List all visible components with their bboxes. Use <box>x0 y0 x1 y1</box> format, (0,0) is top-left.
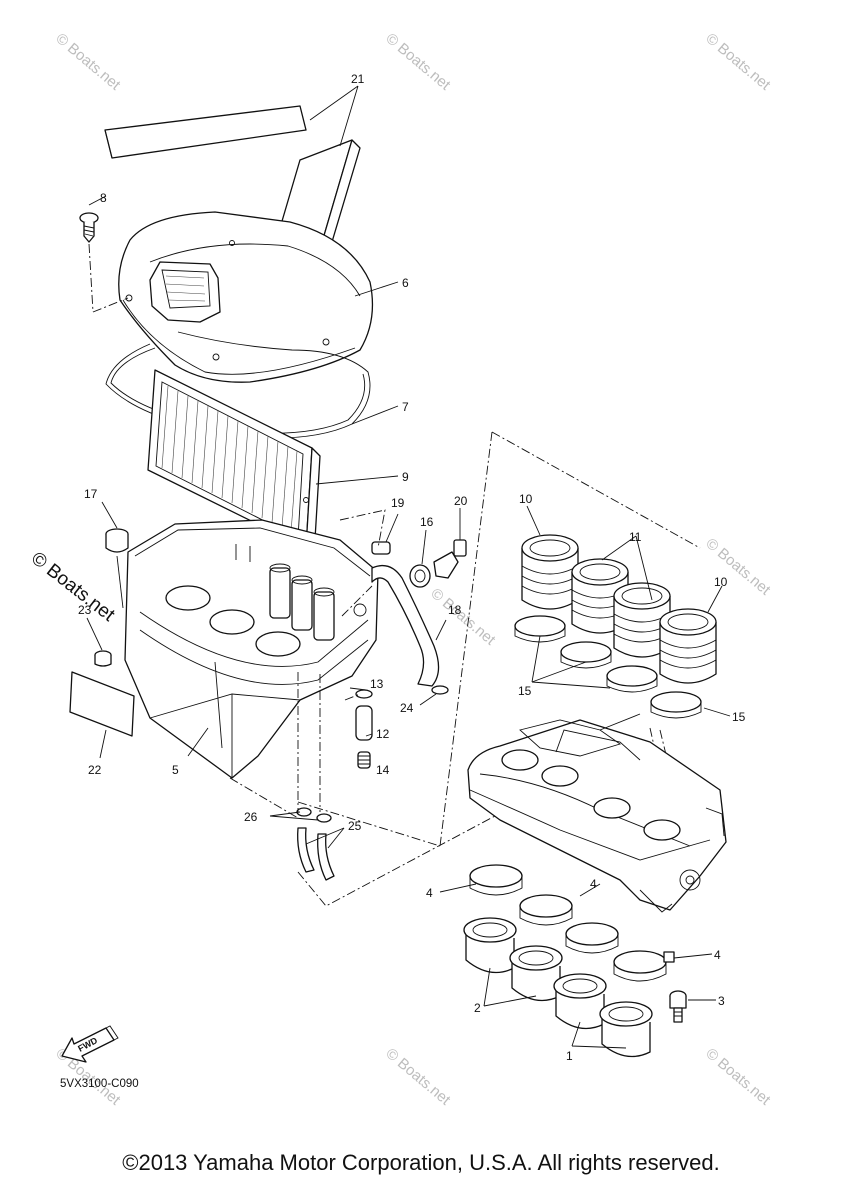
callout-18: 18 <box>448 603 462 617</box>
callout-15: 15 <box>518 684 532 698</box>
part-23-bolt <box>86 617 112 667</box>
callout-2: 2 <box>474 1001 481 1015</box>
part-9-air-filter <box>147 369 321 557</box>
part-20-fitting <box>433 508 467 579</box>
part-6-airbox-cover <box>118 211 374 383</box>
watermark: © Boats.net <box>702 1045 774 1109</box>
part-3-bolt <box>669 990 687 1023</box>
callout-12: 12 <box>376 727 390 741</box>
leader-lines <box>187 85 731 1049</box>
callout-13: 13 <box>370 677 384 691</box>
part-15-clamps <box>514 615 702 719</box>
part-1-2-intake-joints <box>463 917 653 1058</box>
callout-4: 4 <box>426 886 433 900</box>
callout-11: 11 <box>629 530 642 544</box>
callout-21: 21 <box>351 72 365 86</box>
callout-6: 6 <box>402 276 409 290</box>
part-16-grommet <box>409 529 431 588</box>
callout-17: 17 <box>84 487 98 501</box>
part-14-plug <box>357 751 371 769</box>
callout-22: 22 <box>88 763 102 777</box>
part-22-plate <box>69 671 135 759</box>
callout-14: 14 <box>376 763 390 777</box>
part-10-11-funnels <box>521 534 717 684</box>
callout-4c: 4 <box>714 948 721 962</box>
watermark: © Boats.net <box>702 30 774 94</box>
callout-5: 5 <box>172 763 179 777</box>
part-13-clip <box>349 687 373 699</box>
callout-9: 9 <box>402 470 409 484</box>
callout-16: 16 <box>420 515 434 529</box>
part-26-clips <box>269 807 332 823</box>
callout-4b: 4 <box>590 877 597 891</box>
callout-19: 19 <box>391 496 405 510</box>
part-25-hoses <box>297 827 345 881</box>
watermark: © Boats.net <box>427 585 499 649</box>
callout-7: 7 <box>402 400 409 414</box>
callout-1: 1 <box>566 1049 573 1063</box>
watermark: © Boats.net <box>702 535 774 599</box>
callout-10b: 10 <box>714 575 728 589</box>
fwd-arrow-icon: FWD <box>61 1025 119 1063</box>
callout-24: 24 <box>400 701 414 715</box>
figure-code: 5VX3100-C090 <box>60 1078 139 1090</box>
copyright-notice: ©2013 Yamaha Motor Corporation, U.S.A. A… <box>122 1150 720 1175</box>
callout-8: 8 <box>100 191 107 205</box>
callout-10: 10 <box>519 492 533 506</box>
watermark: © Boats.net <box>52 30 124 94</box>
callout-15b: 15 <box>732 710 746 724</box>
part-5-airbox-lower <box>124 519 379 779</box>
part-19-clip <box>371 513 399 555</box>
part-4-joint-clamps <box>469 864 675 982</box>
part-18-hose <box>371 564 447 687</box>
callout-26: 26 <box>244 810 258 824</box>
callout-25: 25 <box>348 819 362 833</box>
part-24-clip <box>419 685 449 706</box>
callout-labels: 21 8 6 7 9 17 19 20 10 16 11 10 23 18 13… <box>78 72 746 1063</box>
part-17-grommet <box>101 501 129 609</box>
part-12-hose <box>355 705 373 741</box>
throttle-body-assembly <box>467 713 727 913</box>
callout-20: 20 <box>454 494 468 508</box>
part-8-screw <box>79 195 129 313</box>
watermark: © Boats.net <box>382 30 454 94</box>
callout-3: 3 <box>718 994 725 1008</box>
callout-23: 23 <box>78 603 92 617</box>
watermark: © Boats.net <box>382 1045 454 1109</box>
